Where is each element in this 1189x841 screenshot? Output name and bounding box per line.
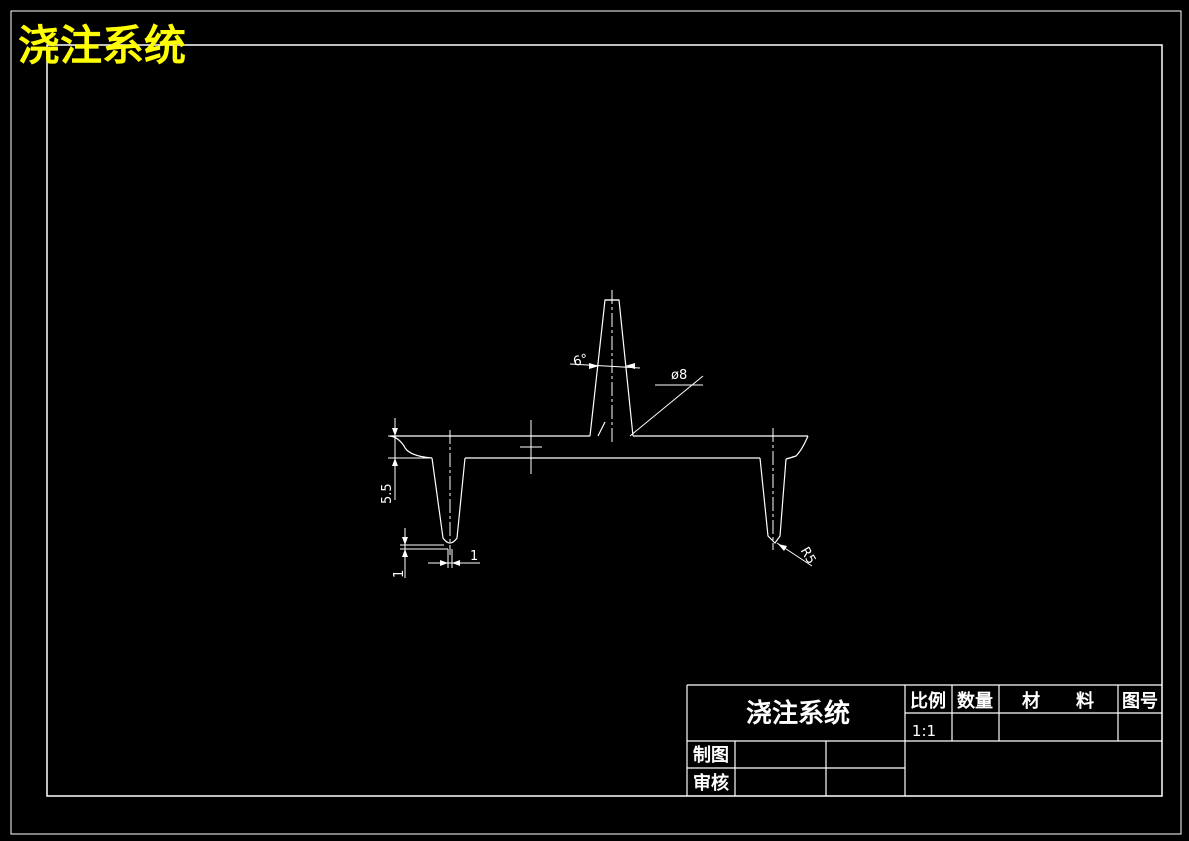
material-label: 材 料 — [1022, 690, 1094, 712]
dim-sprue-diameter: ø8 — [671, 368, 687, 383]
quantity-label: 数量 — [957, 690, 993, 712]
checked-by-label: 审核 — [693, 772, 729, 794]
dim-gate-width: 1 — [470, 549, 478, 564]
inner-frame — [46, 44, 1163, 797]
centerlines — [449, 290, 774, 555]
title-block — [686, 684, 1162, 796]
title-block-name: 浇注系统 — [746, 698, 850, 729]
drawn-by-label: 制图 — [693, 745, 729, 766]
outer-frame — [10, 10, 1182, 835]
dim-runner-height: 5.5 — [380, 483, 395, 504]
corner-title: 浇注系统 — [18, 21, 186, 70]
scale-label: 比例 — [910, 690, 946, 712]
dim-gate-height: 1 — [392, 570, 407, 578]
dimension-lines — [388, 363, 813, 578]
arrowheads — [392, 363, 787, 566]
scale-value: 1:1 — [912, 722, 936, 740]
dim-taper-angle: 6° — [572, 352, 590, 370]
dim-gate-radius: R5 — [797, 545, 819, 567]
drawing-no-label: 图号 — [1122, 691, 1158, 712]
gating-system-part — [389, 299, 809, 544]
